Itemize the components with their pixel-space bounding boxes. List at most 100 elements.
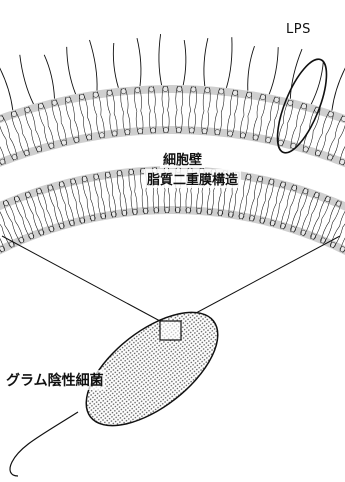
lipid-head [217,210,224,216]
lipid-tail [196,190,199,214]
lipid-tail [265,119,271,143]
lipid-tail [13,196,23,219]
lipid-tail [132,168,136,192]
lipid-tail [162,110,165,134]
lps-chain [89,39,98,91]
lipid-tail [175,85,178,111]
lps-chain [66,46,77,95]
lipid-tail [175,109,178,134]
lipid-tail [280,206,288,229]
lipid-head [341,115,345,122]
lipid-head [162,86,169,92]
lipid-tail [315,133,323,156]
lipid-tail [78,94,84,119]
lipid-head [164,207,170,213]
lipid-tail [35,129,42,152]
lipid-tail [127,111,131,135]
lipid-tail [134,191,138,215]
lipid-tail [200,191,203,215]
lipid-head [238,213,245,220]
lipid-tail [339,210,345,226]
lipid-tail [270,96,276,121]
lipid-head [120,88,127,95]
lipid-tail [125,88,129,113]
lipid-tail [167,109,170,134]
lipid-tail [256,118,262,141]
lipid-tail [86,198,93,222]
lps-chain [182,40,187,86]
lipid-tail [64,204,72,227]
head-band [0,85,345,124]
lipid-tail [2,201,13,223]
lipid-tail [73,178,80,201]
lps-chain [0,67,14,111]
gram-negative-bacterium-body [85,311,219,427]
lps-chain [225,37,233,89]
lipid-head [204,87,211,94]
lipid-tail [242,196,247,220]
lipid-tail [342,223,345,228]
lipid-tail [47,185,55,208]
lipid-tail [5,138,15,161]
lipid-tail [174,189,177,214]
lipid-tail [82,176,88,200]
lps-chain [310,60,324,105]
lipid-tail [260,94,266,119]
lipid-head [259,217,266,224]
lipid-tail [92,92,98,116]
lipid-tail [270,203,277,226]
lipid-tail [214,111,218,136]
inner-membrane-bottom-leaflet [0,189,345,255]
lipid-tail [14,221,25,243]
lipid-tail [234,90,239,115]
zoom-line-left [1,235,161,322]
lipid-tail [0,146,6,164]
lipid-tail [28,106,36,130]
lipid-tail [0,223,3,228]
lipid-tail [54,207,62,230]
lipid-head [110,211,117,218]
lipid-tail [310,217,320,239]
lps-chain [247,45,255,91]
lipid-tail [44,126,51,150]
lipid-tail [96,115,101,139]
lipid-head [153,207,160,214]
lipid-tail [37,103,45,128]
lipid-tail [134,87,138,112]
lipid-tail [120,88,124,113]
lipid-tail [221,193,225,217]
lipid-tail [97,173,102,197]
lipid-head [196,208,202,214]
lipid-tail [297,187,306,210]
lipid-tail [119,193,124,217]
lipid-head [106,89,113,96]
lipid-tail [79,200,85,224]
lipid-tail [14,110,23,134]
lipid-tail [9,137,18,160]
lipid-tail [189,86,192,111]
lipid-tail [313,218,323,240]
lipid-tail [252,198,258,222]
lipid-tail [97,196,103,220]
lipid-tail [290,209,299,232]
lipid-tail [153,86,156,111]
lipid-tail [202,87,206,112]
lipid-tail [85,175,91,199]
zoom-line-right [180,235,341,322]
lipid-tail [306,130,314,153]
lipid-tail [180,86,184,111]
lipid-tail [156,190,160,214]
lps-chain [158,34,163,86]
lipid-tail [109,113,114,137]
lipid-tail [207,191,211,215]
lipid-tail [339,146,345,165]
lipid-tail [201,110,205,135]
lipid-tail [141,191,145,215]
lipid-head [128,169,135,175]
lipid-tail [188,110,191,134]
lipid-tail [210,192,214,216]
lipid-tail [293,210,302,233]
lipid-tail [59,181,66,205]
lipid-tail [300,103,307,128]
